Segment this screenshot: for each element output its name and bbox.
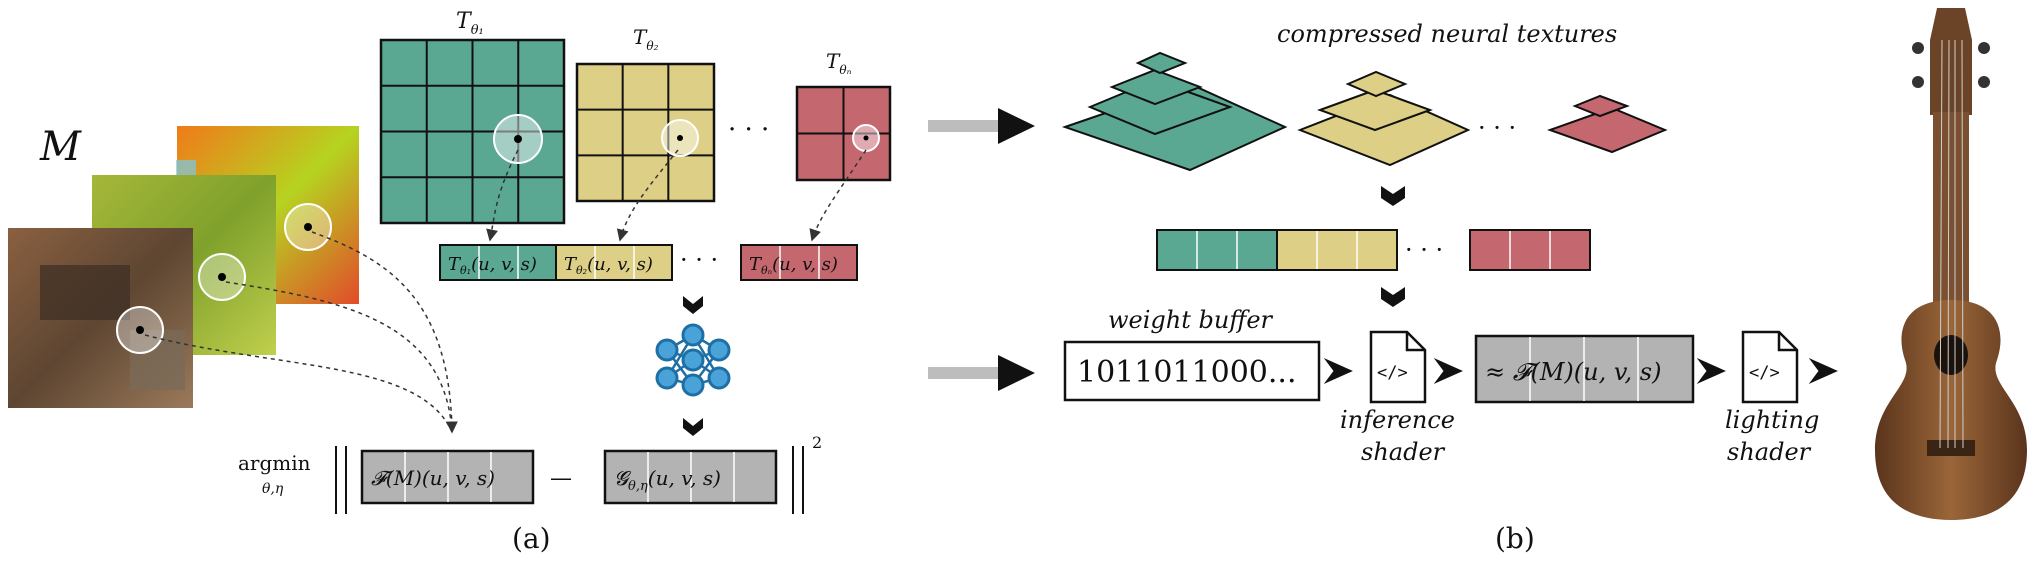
texture-grid-2-fill xyxy=(575,62,716,203)
argmin-label: argmin xyxy=(238,451,311,475)
caption-a: (a) xyxy=(512,522,551,555)
texture-to-feature-arrows xyxy=(486,149,867,242)
lighting-shader-icon: </> xyxy=(1741,330,1799,404)
argmin-subscript: θ,η xyxy=(262,481,284,497)
chevron-down-icon xyxy=(683,296,703,314)
texture-grid-1: Tθ₁ xyxy=(379,9,566,225)
inference-label: inference xyxy=(1340,406,1455,434)
texture-label-1: Tθ₁ xyxy=(456,9,484,38)
feature-cell-2-label: Tθ₂(u, v, s) xyxy=(564,254,653,277)
material-label: M xyxy=(39,124,82,170)
feature-ellipsis: · · · xyxy=(680,246,718,274)
weight-buffer-label: weight buffer xyxy=(1108,306,1274,334)
loss-exponent: 2 xyxy=(812,433,822,452)
texture-ellipsis: · · · xyxy=(728,115,769,145)
loss-prediction-text: 𝓖θ,η(u, v, s) xyxy=(614,466,721,494)
chevron-down-icon-4 xyxy=(1381,287,1405,307)
feature-cell-1 xyxy=(439,244,557,281)
feature-bar-ellipsis: · · · xyxy=(1405,236,1443,264)
flattened-feature-bar: · · · xyxy=(1156,229,1591,271)
compressed-textures-title: compressed neural textures xyxy=(1277,20,1617,48)
weight-buffer-box xyxy=(1063,340,1321,402)
inference-label-2: shader xyxy=(1361,438,1446,466)
transfer-arrow-bottom xyxy=(928,355,1035,391)
texture-label-n: Tθₙ xyxy=(826,49,852,77)
chevron-right-icon-2 xyxy=(1433,358,1463,384)
material-texture-stack xyxy=(8,126,359,408)
chevron-down-icon-2 xyxy=(683,418,703,436)
inference-shader-icon: </> xyxy=(1369,330,1427,404)
lighting-label: lighting xyxy=(1725,406,1819,434)
feature-cell-2 xyxy=(555,244,673,281)
texture-grid-n: Tθₙ xyxy=(795,49,892,182)
lighting-label-2: shader xyxy=(1727,438,1812,466)
texture-pyramid-red xyxy=(1547,94,1668,154)
texture-grid-2: Tθ₂ xyxy=(575,25,716,203)
ukulele-render-image xyxy=(1875,8,2027,520)
texture-label-2: Tθ₂ xyxy=(633,25,659,53)
chevron-right-icon-1 xyxy=(1323,358,1353,384)
loss-target-text: 𝓕(M)(u, v, s) xyxy=(371,466,495,490)
chevron-right-icon-3 xyxy=(1696,358,1726,384)
transfer-arrow-top xyxy=(928,108,1035,144)
svg-text:</>: </> xyxy=(1749,363,1780,383)
feature-vector-row: Tθ₁(u, v, s) Tθ₂(u, v, s) Tθₙ(u, v, s) ·… xyxy=(439,244,858,281)
texture-pyramid-teal xyxy=(1061,51,1288,172)
neural-network-icon xyxy=(655,323,731,397)
feature-cell-1-label: Tθ₁(u, v, s) xyxy=(448,254,537,277)
svg-text:</>: </> xyxy=(1377,363,1408,383)
approx-output-text: ≈ 𝓕(M)(u, v, s) xyxy=(1485,358,1661,386)
texture-pyramid-yellow xyxy=(1297,70,1471,167)
feature-cell-n xyxy=(740,244,858,281)
feature-cell-n-label: Tθₙ(u, v, s) xyxy=(749,254,838,277)
material-to-loss-arrows xyxy=(144,231,458,434)
chevron-down-icon-3 xyxy=(1381,186,1405,206)
chevron-right-icon-4 xyxy=(1808,358,1838,384)
loss-equation: argmin θ,η 𝓕(M)(u, v, s) — 𝓖θ,η(u, v, s)… xyxy=(238,433,822,514)
weight-buffer-value: 1011011000... xyxy=(1077,355,1296,390)
loss-minus: — xyxy=(550,466,572,491)
caption-b: (b) xyxy=(1495,522,1535,555)
pyramid-ellipsis: · · · xyxy=(1478,114,1516,142)
